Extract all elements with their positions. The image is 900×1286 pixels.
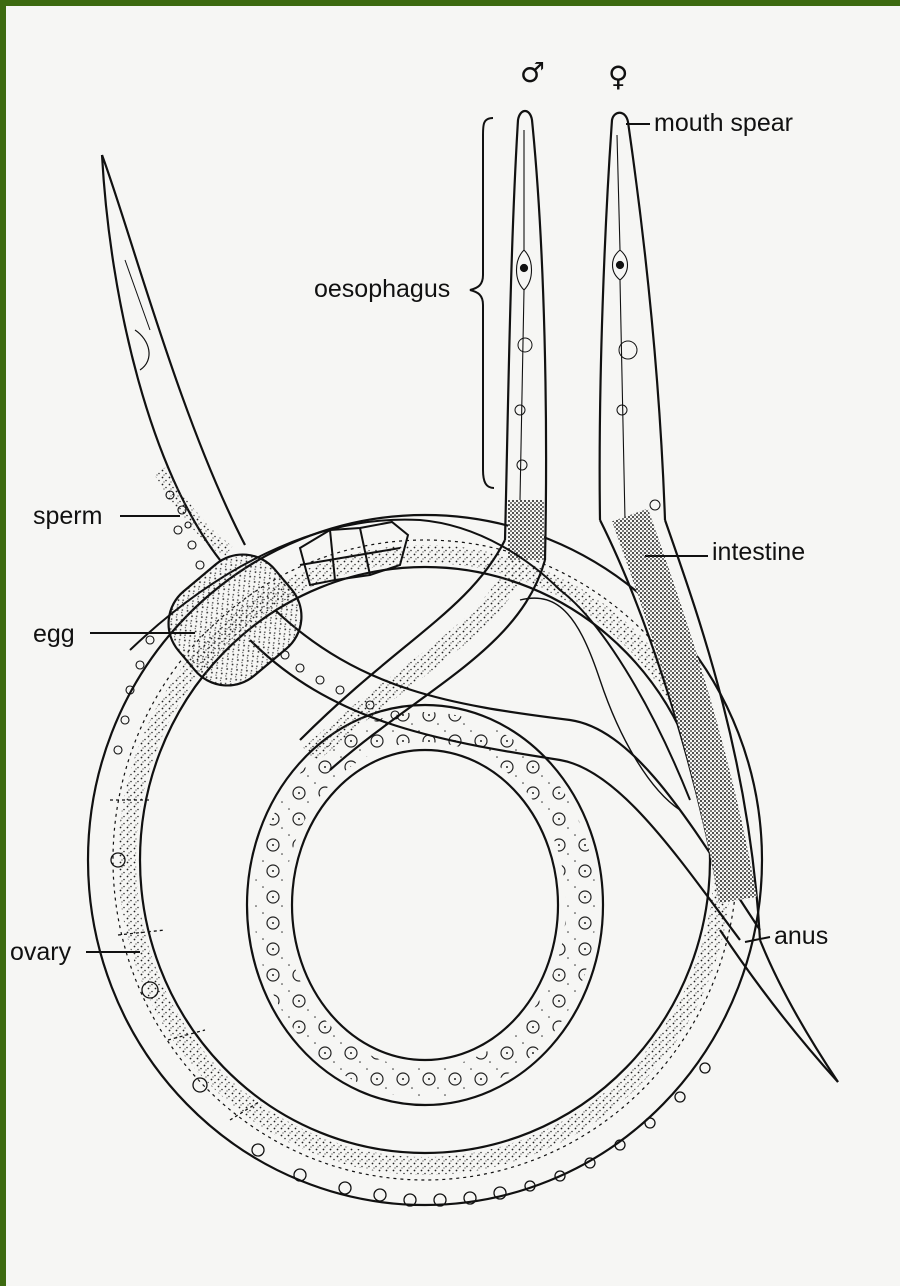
ovary-label: ovary	[10, 938, 72, 966]
female-symbol: ♀	[608, 60, 629, 93]
mouth-spear-label: mouth spear	[654, 109, 793, 137]
oesophagus-label: oesophagus	[314, 275, 450, 303]
male-body-loop	[247, 705, 603, 1105]
egg-label: egg	[33, 620, 75, 648]
ovary-cells	[110, 800, 710, 1206]
anus-label: anus	[774, 922, 828, 950]
intestine-label: intestine	[712, 538, 805, 566]
anus-leader	[745, 937, 770, 942]
leader-lines	[86, 124, 770, 952]
oesophagus-bracket	[470, 118, 494, 488]
male-body-upper	[300, 111, 546, 770]
sperm-label: sperm	[33, 502, 102, 530]
male-symbol: ♂	[520, 56, 545, 89]
